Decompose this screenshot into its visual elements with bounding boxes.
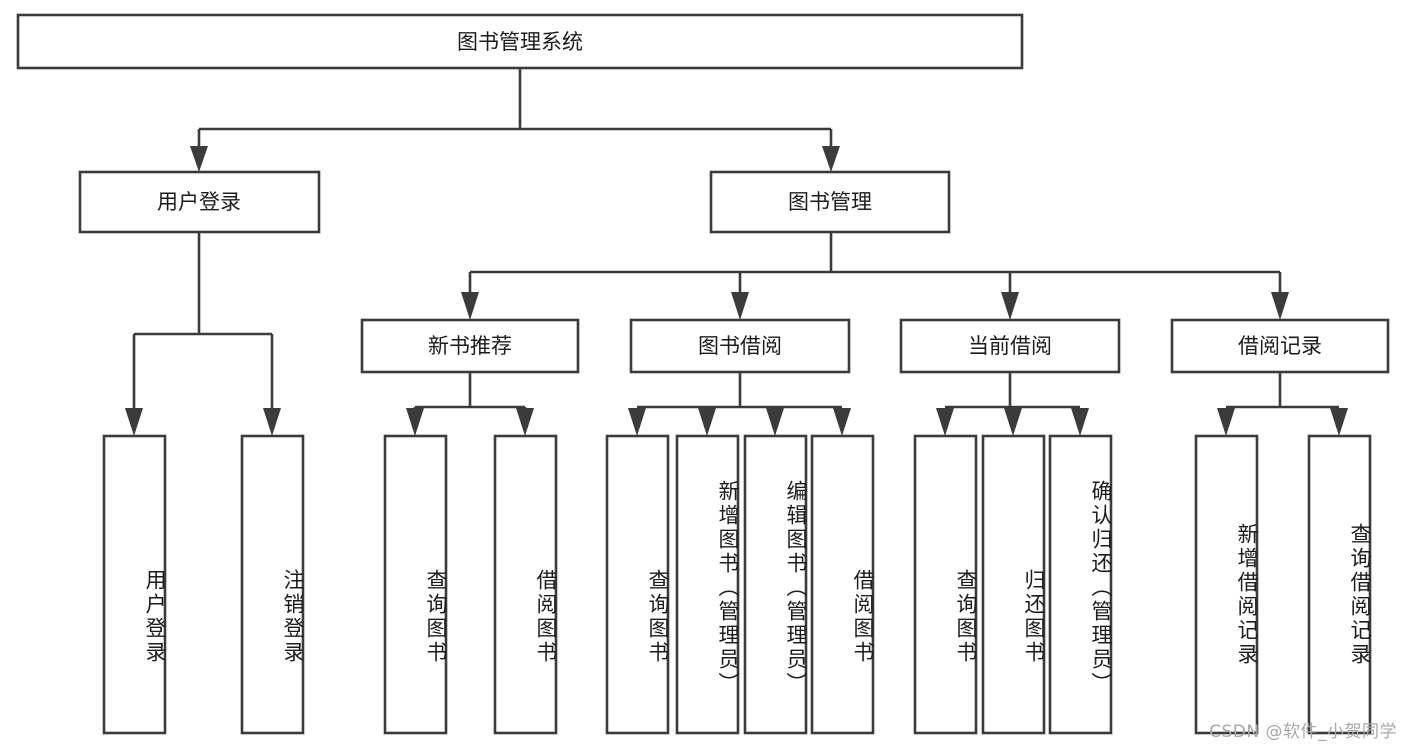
node-user-login-box[interactable] [78,170,321,234]
arrow-book-mgmt-to-new-book [461,292,479,320]
node-book-management-label: 图书管理 [788,190,872,214]
arrow-book-borrow-leaf-3 [766,408,784,436]
arrow-book-mgmt-to-current [1001,292,1019,320]
node-root[interactable]: 图书管理系统 [16,13,1024,70]
arrow-current-borrow-leaf-1 [936,408,954,436]
leaf-box-borrow-record-1[interactable] [1194,434,1259,735]
arrow-book-mgmt-to-borrow [731,292,749,320]
arrow-current-borrow-leaf-2 [1004,408,1022,436]
leaf-box-new-book-2[interactable] [493,434,558,735]
arrow-borrow-record-leaf-1 [1217,408,1235,436]
leaf-box-current-borrow-3[interactable] [1048,434,1113,735]
connector-group-root [190,68,840,172]
leaf-box-book-borrow-2[interactable] [675,434,740,735]
node-borrow-record-box[interactable] [1170,318,1390,374]
arrow-book-borrow-leaf-1 [628,408,646,436]
csdn-watermark: CSDN @软件_小贺同学 [1209,722,1397,742]
leaf-box-current-borrow-2[interactable] [981,434,1046,735]
leaf-box-borrow-record-2[interactable] [1307,434,1372,735]
node-user-login[interactable]: 用户登录 [78,170,321,234]
connector-group-book-mgmt [461,232,1289,320]
arrow-user-login-leaf-1 [125,408,143,436]
leaf-box-current-borrow-1[interactable] [913,434,978,735]
arrow-book-mgmt-to-record [1271,292,1289,320]
leaf-box-new-book-1[interactable] [383,434,448,735]
node-root-label: 图书管理系统 [457,30,583,54]
node-current-borrow-label: 当前借阅 [968,334,1052,358]
leaf-box-user-login-1[interactable] [102,434,167,735]
leaf-box-book-borrow-3[interactable] [743,434,808,735]
node-book-borrow-label: 图书借阅 [698,334,782,358]
arrow-user-login-leaf-2 [263,408,281,436]
leaf-box-book-borrow-4[interactable] [810,434,875,735]
node-book-management[interactable]: 图书管理 [709,170,951,234]
node-new-book-recommend[interactable]: 新书推荐 [360,318,580,374]
leaf-box-user-login-2[interactable] [240,434,305,735]
arrow-new-book-leaf-2 [516,408,534,436]
arrow-borrow-record-leaf-2 [1330,408,1348,436]
node-new-book-recommend-label: 新书推荐 [428,334,512,358]
arrow-book-borrow-leaf-2 [698,408,716,436]
node-root-box[interactable] [16,13,1024,70]
node-new-book-recommend-box[interactable] [360,318,580,374]
connector-group-new-book [406,372,534,436]
connector-group-current-borrow [936,372,1089,436]
connector-group-user-login [125,232,281,436]
arrow-current-borrow-leaf-3 [1071,408,1089,436]
node-current-borrow-box[interactable] [899,318,1121,374]
arrow-root-to-book-mgmt [822,146,840,172]
node-book-management-box[interactable] [709,170,951,234]
arrow-root-to-user-login [190,146,208,172]
leaf-box-book-borrow-1[interactable] [605,434,670,735]
node-book-borrow-box[interactable] [629,318,851,374]
connector-group-borrow-record [1217,372,1348,436]
node-borrow-record-label: 借阅记录 [1238,334,1322,358]
node-borrow-record[interactable]: 借阅记录 [1170,318,1390,374]
node-current-borrow[interactable]: 当前借阅 [899,318,1121,374]
arrow-book-borrow-leaf-4 [833,408,851,436]
arrow-new-book-leaf-1 [406,408,424,436]
node-book-borrow[interactable]: 图书借阅 [629,318,851,374]
connector-group-book-borrow [628,372,851,436]
node-user-login-label: 用户登录 [157,190,241,214]
